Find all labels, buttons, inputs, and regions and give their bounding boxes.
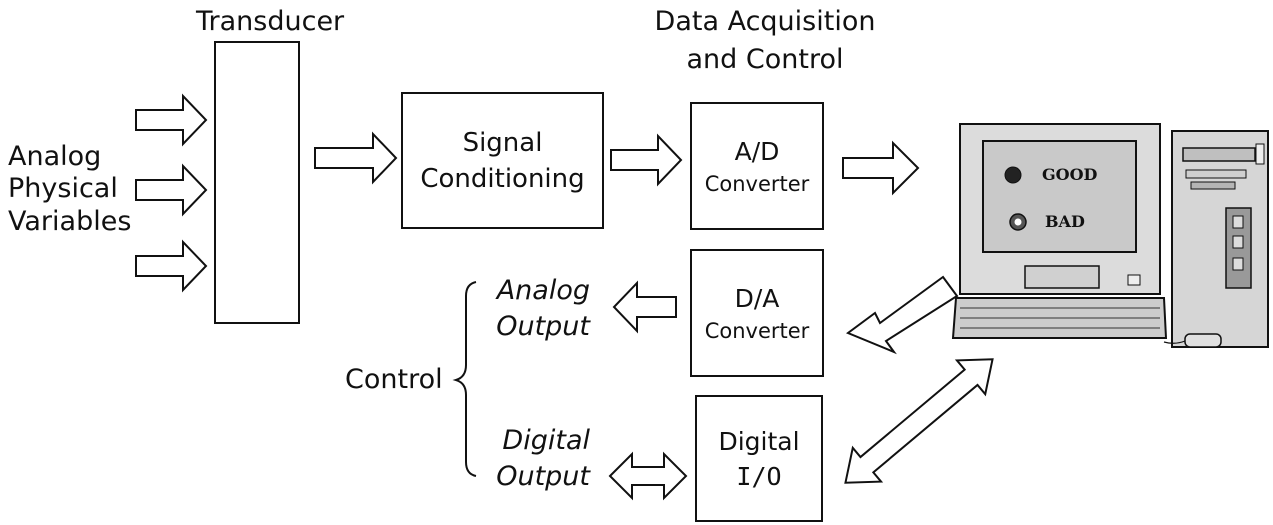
control-label: Control <box>345 364 443 395</box>
analog-output-line1: Analog <box>496 275 590 306</box>
tower-body <box>1171 130 1269 348</box>
digital-output-line2: Output <box>496 461 590 493</box>
signal-conditioning-line1: Signal <box>462 127 543 158</box>
input-arrow-1 <box>135 93 208 147</box>
inputs-line2: Physical <box>8 173 118 205</box>
arrow-computer-to-da <box>845 275 959 355</box>
analog-physical-variables-label: Analog Physical Variables <box>8 141 131 238</box>
arrow-to-ad <box>610 133 683 187</box>
signal-conditioning-line2: Conditioning <box>420 163 585 194</box>
mouse-cord <box>1163 340 1186 344</box>
tower-side-switch <box>1255 143 1265 165</box>
daq-title-line2: and Control <box>686 44 844 76</box>
da-converter-line2: Converter <box>704 318 810 343</box>
arrow-digital-io-computer <box>844 358 994 484</box>
inputs-line3: Variables <box>8 205 132 237</box>
daq-title: Data Acquisition and Control <box>645 6 885 77</box>
transducer-title: Transducer <box>196 6 345 37</box>
digital-io-line1: Digital <box>718 426 800 456</box>
inputs-line1: Analog <box>8 141 102 172</box>
monitor-stand <box>1024 265 1100 289</box>
input-arrow-2 <box>135 163 208 217</box>
digital-io-line2: I/O <box>736 461 782 491</box>
drive-bay-1 <box>1182 147 1256 162</box>
arrow-da-to-analog-output <box>612 280 677 334</box>
computer-illustration <box>951 123 1269 348</box>
good-indicator-icon <box>1004 166 1022 184</box>
daq-title-line1: Data Acquisition <box>654 6 876 37</box>
tower-port-3 <box>1232 257 1244 271</box>
mouse <box>1184 333 1222 348</box>
arrow-to-signal-conditioning <box>314 131 398 185</box>
tower-port-1 <box>1232 215 1244 229</box>
digital-io-box: Digital I/O <box>695 395 823 522</box>
arrow-digital-bidirectional <box>608 451 688 501</box>
arrow-ad-to-computer <box>842 140 920 196</box>
ad-converter-line1: A/D <box>734 136 780 166</box>
signal-conditioning-box: Signal Conditioning <box>401 92 604 229</box>
tower-port-2 <box>1232 235 1244 249</box>
analog-output-label: Analog Output <box>486 275 590 344</box>
screen-bad-label: BAD <box>1045 212 1085 231</box>
da-converter-line1: D/A <box>734 283 780 313</box>
control-brace <box>452 281 477 477</box>
digital-output-line1: Digital <box>502 425 590 456</box>
input-arrow-3 <box>135 239 208 293</box>
monitor-button <box>1127 274 1141 286</box>
drive-bay-3 <box>1190 181 1236 190</box>
monitor-screen <box>982 140 1137 253</box>
analog-output-line2: Output <box>496 311 590 343</box>
screen-good-label: GOOD <box>1042 165 1098 184</box>
drive-bay-2 <box>1185 169 1247 179</box>
digital-output-label: Digital Output <box>486 425 590 494</box>
da-converter-box: D/A Converter <box>690 249 824 377</box>
ad-converter-box: A/D Converter <box>690 102 824 230</box>
ad-converter-line2: Converter <box>704 171 810 196</box>
transducer-box <box>214 41 300 324</box>
